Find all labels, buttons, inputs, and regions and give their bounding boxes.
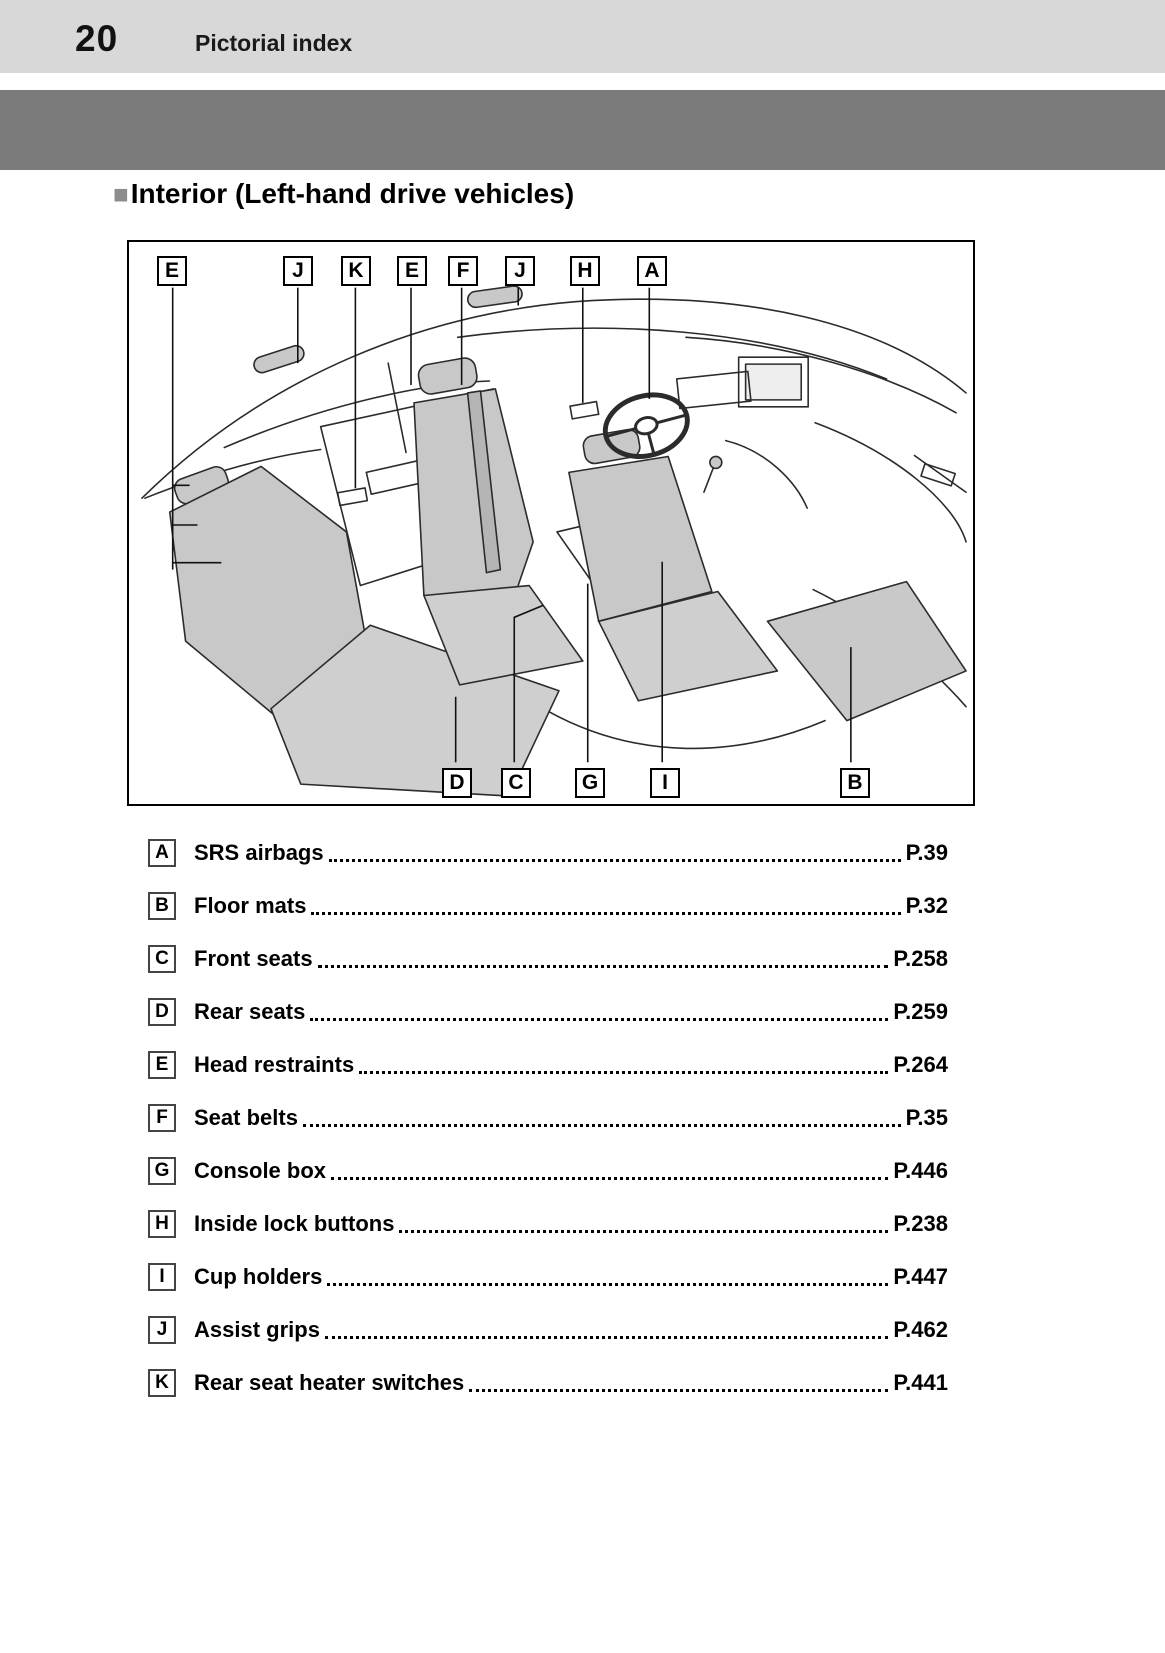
page-ref: P.39 [905,839,948,865]
index-row: B Floor mats P.32 [148,879,948,932]
chapter-title: Pictorial index [195,30,353,56]
section-band [0,90,1165,170]
section-bullet-icon: ■ [113,178,129,209]
callout-label: J [505,256,535,286]
page-ref: P.441 [893,1369,948,1395]
page-ref: P.259 [893,998,948,1024]
section-title: Interior (Left-hand drive vehicles) [130,178,575,209]
callout-label: E [157,256,187,286]
letter-box: G [148,1156,176,1185]
leader-dots [359,1055,889,1074]
page-ref: P.32 [905,892,948,918]
entry-label: Assist grips [194,1316,320,1342]
page-ref: P.446 [893,1157,948,1183]
callout-label: K [341,256,371,286]
leader-dots [331,1161,889,1180]
callout-label: H [570,256,600,286]
entry-label: Rear seat heater switches [194,1369,465,1395]
page-ref: P.264 [893,1051,948,1077]
letter-box: K [148,1368,176,1397]
entry-label: Head restraints [194,1051,355,1077]
index-row: J Assist grips P.462 [148,1303,948,1356]
leader-dots [302,1108,901,1127]
index-row: F Seat belts P.35 [148,1091,948,1144]
leader-dots [328,843,901,862]
callout-label: E [397,256,427,286]
leader-dots [327,1267,889,1286]
index-row: E Head restraints P.264 [148,1038,948,1091]
index-row: H Inside lock buttons P.238 [148,1197,948,1250]
leader-dots [399,1214,889,1233]
leader-dots [324,1320,889,1339]
section-heading: ■ Interior (Left-hand drive vehicles) [113,178,574,210]
leader-dots [310,1002,889,1021]
entry-label: Seat belts [194,1104,298,1130]
callout-label: C [501,768,531,798]
callout-label: J [283,256,313,286]
leader-dots [311,896,901,915]
leader-dots [469,1373,889,1392]
entry-label: SRS airbags [194,839,324,865]
interior-figure: E J K E F J H A D C G I B [127,240,975,806]
callout-label: D [442,768,472,798]
page-ref: P.462 [893,1316,948,1342]
letter-box: J [148,1315,176,1344]
entry-label: Cup holders [194,1263,323,1289]
callout-label: A [637,256,667,286]
index-row: I Cup holders P.447 [148,1250,948,1303]
leader-dots [317,949,889,968]
letter-box: A [148,838,176,867]
page-header-bar: 20 Pictorial index [0,0,1165,73]
entry-label: Front seats [194,945,313,971]
letter-box: B [148,891,176,920]
index-row: A SRS airbags P.39 [148,826,948,879]
index-row: D Rear seats P.259 [148,985,948,1038]
page-ref: P.35 [905,1104,948,1130]
entry-label: Rear seats [194,998,306,1024]
callout-label: I [650,768,680,798]
entry-label: Inside lock buttons [194,1210,395,1236]
interior-illustration [141,285,967,797]
letter-box: I [148,1262,176,1291]
letter-box: H [148,1209,176,1238]
pictorial-index-list: A SRS airbags P.39 B Floor mats P.32 C F… [148,826,948,1409]
page-number: 20 [75,18,119,59]
entry-label: Console box [194,1157,327,1183]
entry-label: Floor mats [194,892,307,918]
callout-label: B [840,768,870,798]
index-row: K Rear seat heater switches P.441 [148,1356,948,1409]
index-row: C Front seats P.258 [148,932,948,985]
callout-label: G [575,768,605,798]
letter-box: F [148,1103,176,1132]
letter-box: E [148,1050,176,1079]
page-ref: P.447 [893,1263,948,1289]
page-ref: P.238 [893,1210,948,1236]
page-ref: P.258 [893,945,948,971]
letter-box: C [148,944,176,973]
callout-label: F [448,256,478,286]
index-row: G Console box P.446 [148,1144,948,1197]
letter-box: D [148,997,176,1026]
